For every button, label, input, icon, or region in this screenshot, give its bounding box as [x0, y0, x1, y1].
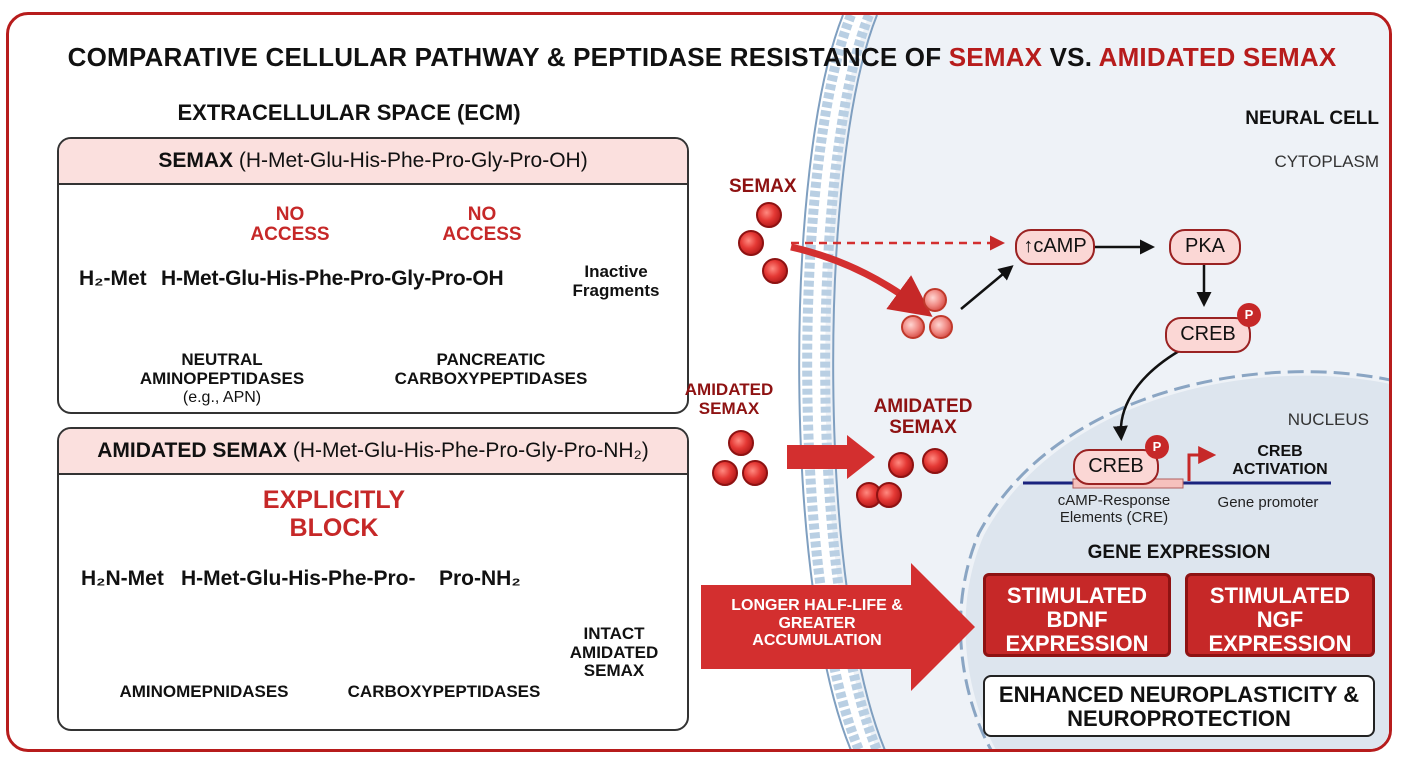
nucleus-label: NUCLEUS: [1287, 410, 1369, 429]
no-access-label-2: NO ACCESS: [442, 204, 522, 245]
half-life-arrow: [701, 563, 975, 691]
phospho-badge: P: [1237, 303, 1261, 327]
bdnf-box: STIMULATED BDNF EXPRESSION: [983, 573, 1171, 657]
semax-panel-header: SEMAX (H-Met-Glu-His-Phe-Pro-Gly-Pro-OH): [59, 139, 687, 185]
figure-title: COMPARATIVE CELLULAR PATHWAY & PEPTIDASE…: [67, 42, 1337, 72]
aminopeptidase-example: (e.g., APN): [182, 389, 262, 406]
neural-cell-title: NEURAL CELL: [1245, 108, 1379, 129]
carboxypeptidase-label: PANCREATIC CARBOXYPEPTIDASES: [394, 350, 588, 388]
amidated-peptide: H-Met-Glu-His-Phe-Pro-: [181, 567, 416, 590]
semax-membrane-label: SEMAX: [729, 176, 797, 197]
half-life-label: LONGER HALF-LIFE & GREATER ACCUMULATION: [731, 597, 903, 650]
phospho-badge-nuclear: P: [1145, 435, 1169, 459]
amidated-outside-label: AMIDATED SEMAX: [684, 380, 774, 418]
semax-peptide: H-Met-Glu-His-Phe-Pro-Gly-Pro-OH: [161, 267, 504, 290]
ngf-box: STIMULATED NGF EXPRESSION: [1185, 573, 1375, 657]
explicitly-block-label: EXPLICITLY BLOCK: [262, 486, 406, 542]
aminomepnidases-label: AMINOMEPNIDASES: [119, 682, 289, 701]
promoter-arrow-icon: [1187, 446, 1217, 481]
inactive-fragments-label: Inactive Fragments: [572, 262, 660, 300]
creb-node: CREB: [1165, 317, 1251, 353]
creb-nuclear-node: CREB: [1073, 449, 1159, 485]
aminopeptidase-label: NEUTRAL AMINOPEPTIDASES: [139, 350, 305, 388]
amidated-right-fragment: Pro-NH₂: [439, 567, 521, 590]
amidated-inside-label: AMIDATED SEMAX: [873, 396, 973, 438]
gene-expression-label: GENE EXPRESSION: [1087, 542, 1271, 563]
no-access-label-1: NO ACCESS: [250, 204, 330, 245]
semax-left-fragment: H₂-Met: [79, 267, 147, 290]
membrane-inner: [832, 15, 886, 749]
camp-node: ↑cAMP: [1015, 229, 1095, 265]
semax-panel: SEMAX (H-Met-Glu-His-Phe-Pro-Gly-Pro-OH): [57, 137, 689, 414]
nucleus-envelope: [958, 370, 1389, 749]
ecm-label: EXTRACELLULAR SPACE (ECM): [177, 100, 521, 125]
amidated-panel: AMIDATED SEMAX (H-Met-Glu-His-Phe-Pro-Gl…: [57, 427, 689, 731]
amidated-panel-header: AMIDATED SEMAX (H-Met-Glu-His-Phe-Pro-Gl…: [59, 429, 687, 475]
membrane-heads-outer: [802, 15, 864, 749]
cre-label: cAMP-Response Elements (CRE): [1057, 492, 1171, 526]
membrane-heads-inner: [820, 15, 882, 749]
pka-node: PKA: [1169, 229, 1241, 265]
intact-amidated-label: INTACT AMIDATED SEMAX: [569, 624, 659, 681]
figure-frame: COMPARATIVE CELLULAR PATHWAY & PEPTIDASE…: [6, 12, 1392, 752]
membrane-outer: [798, 15, 852, 749]
cytoplasm-label: CYTOPLASM: [1274, 152, 1379, 171]
carboxypeptidases-label: CARBOXYPEPTIDASES: [347, 682, 541, 701]
outcome-box: ENHANCED NEUROPLASTICITY & NEUROPROTECTI…: [983, 675, 1375, 737]
amidated-left-fragment: H₂N-Met: [81, 567, 164, 590]
creb-activation-label: CREB ACTIVATION: [1232, 443, 1328, 478]
gene-promoter-label: Gene promoter: [1217, 494, 1319, 511]
